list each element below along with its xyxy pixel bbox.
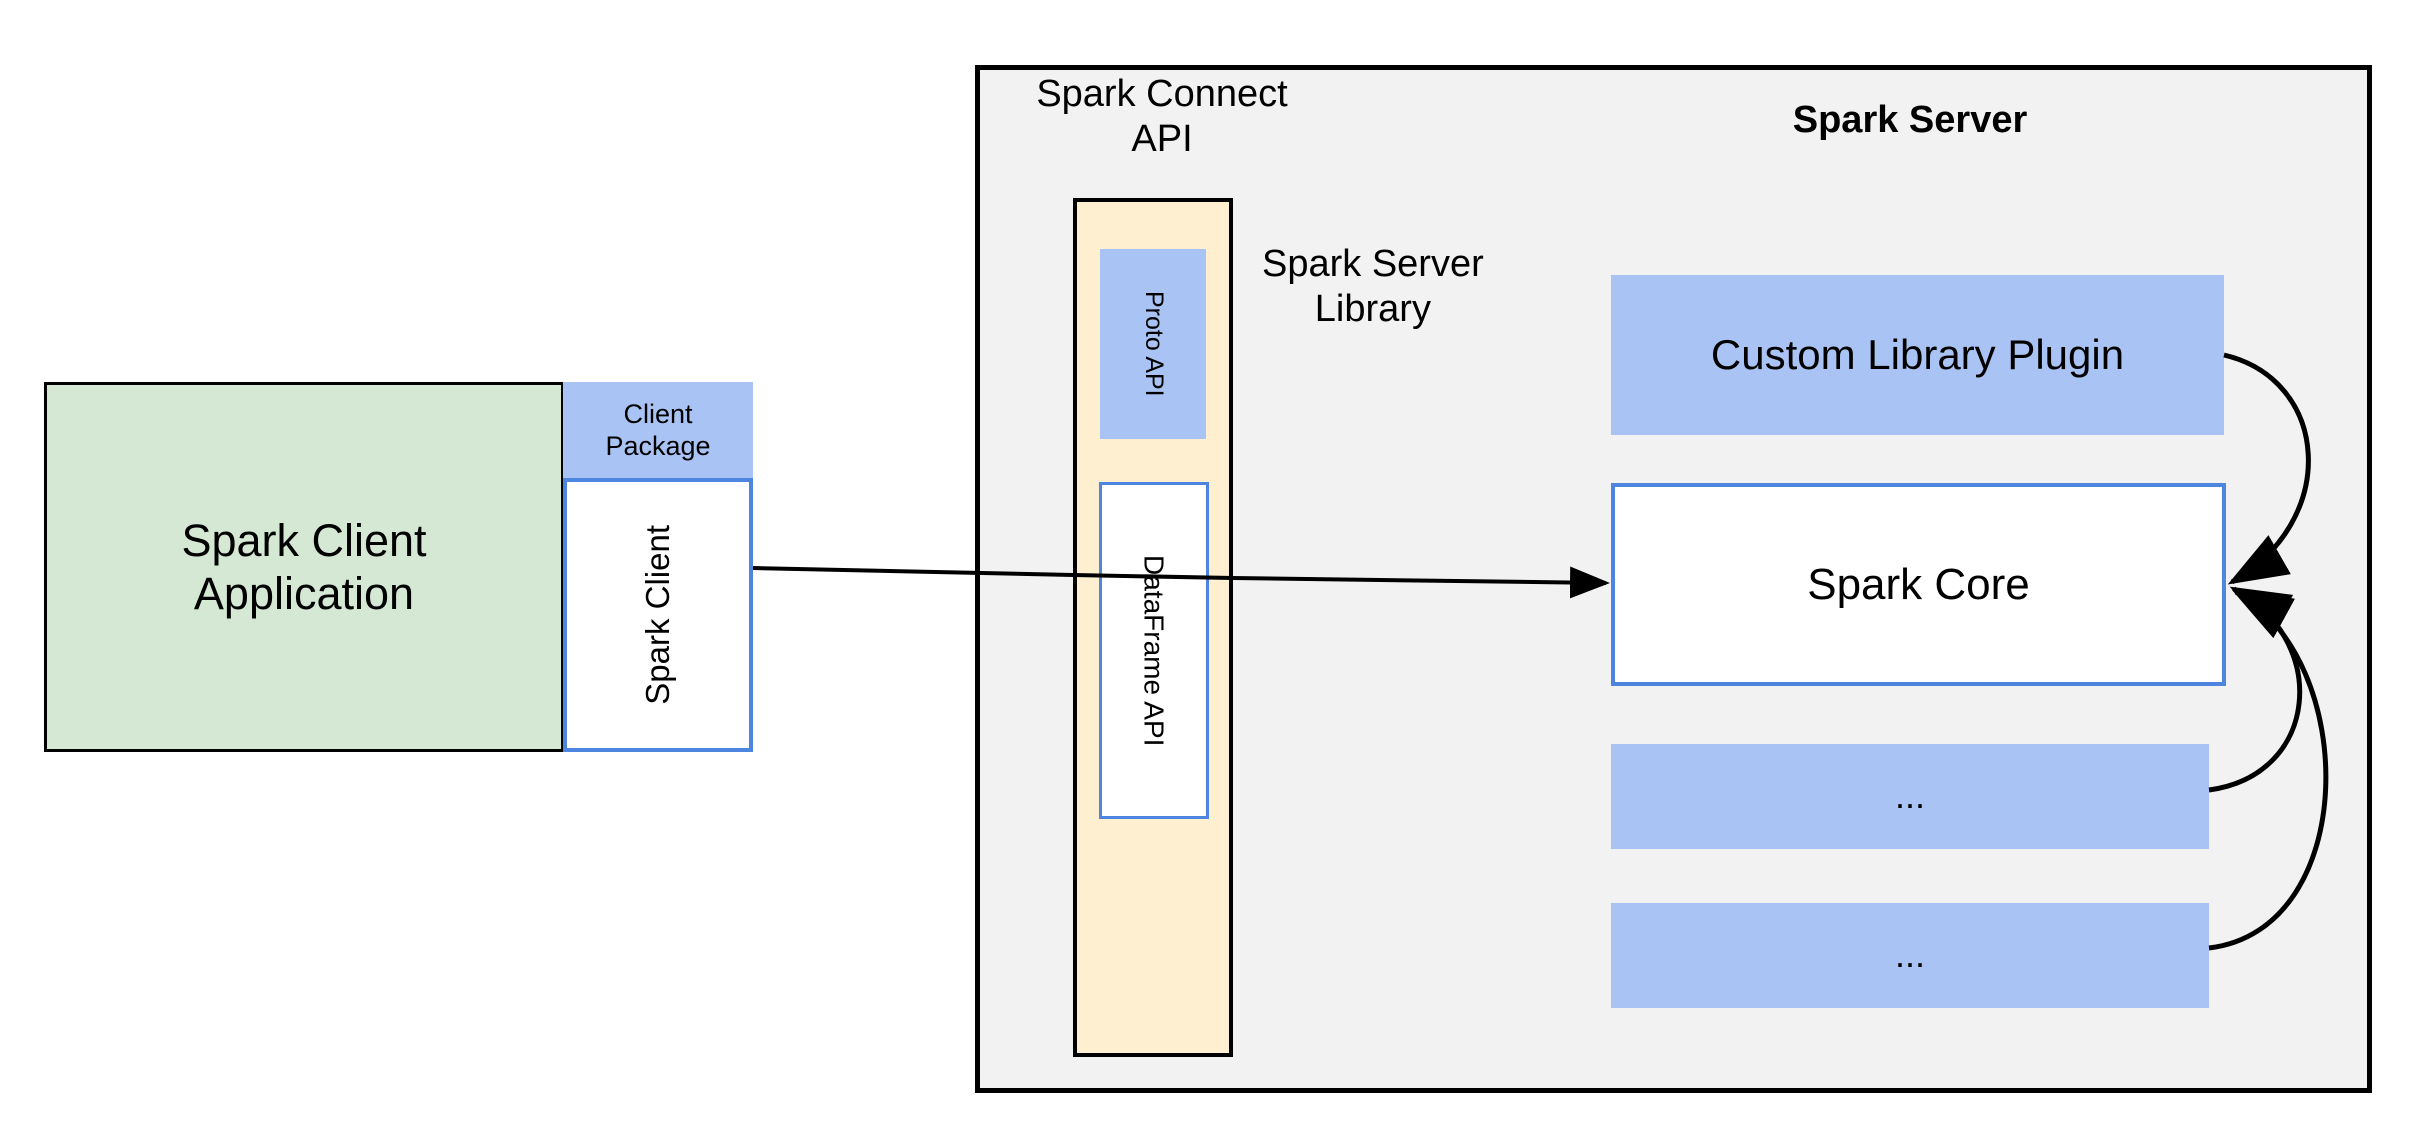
spark-core-label: Spark Core — [1807, 559, 2030, 609]
client-package-box[interactable]: Client Package — [563, 382, 753, 479]
proto-api-label: Proto API — [1139, 291, 1168, 397]
dataframe-api-box[interactable]: DataFrame API — [1099, 482, 1209, 819]
dataframe-api-label: DataFrame API — [1138, 554, 1170, 747]
spark-connect-api-label: Spark Connect API — [1036, 73, 1288, 160]
spark-connect-api-label-text: Spark Connect API — [1017, 72, 1307, 162]
proto-api-box[interactable]: Proto API — [1100, 249, 1206, 439]
spark-client-application-box[interactable]: Spark Client Application — [44, 382, 564, 752]
ellipsis-box-1[interactable]: ... — [1611, 744, 2209, 849]
spark-server-library-label: Spark Server Library — [1262, 243, 1484, 330]
ellipsis-box-2[interactable]: ... — [1611, 903, 2209, 1008]
custom-library-plugin-label: Custom Library Plugin — [1710, 331, 2125, 379]
spark-client-box[interactable]: Spark Client — [563, 478, 753, 752]
spark-core-box[interactable]: Spark Core — [1611, 483, 2226, 686]
spark-client-application-label: Spark Client Application — [181, 514, 427, 619]
ellipsis-box-2-label: ... — [1894, 934, 1925, 976]
client-package-label: Client Package — [605, 398, 711, 461]
ellipsis-box-1-label: ... — [1894, 775, 1925, 817]
custom-library-plugin-box[interactable]: Custom Library Plugin — [1611, 275, 2224, 435]
spark-server-library-label-text: Spark Server Library — [1262, 242, 1562, 332]
spark-server-title-label: Spark Server — [1792, 98, 2028, 141]
spark-server-title: Spark Server — [1700, 95, 2120, 145]
spark-client-label: Spark Client — [638, 525, 676, 705]
